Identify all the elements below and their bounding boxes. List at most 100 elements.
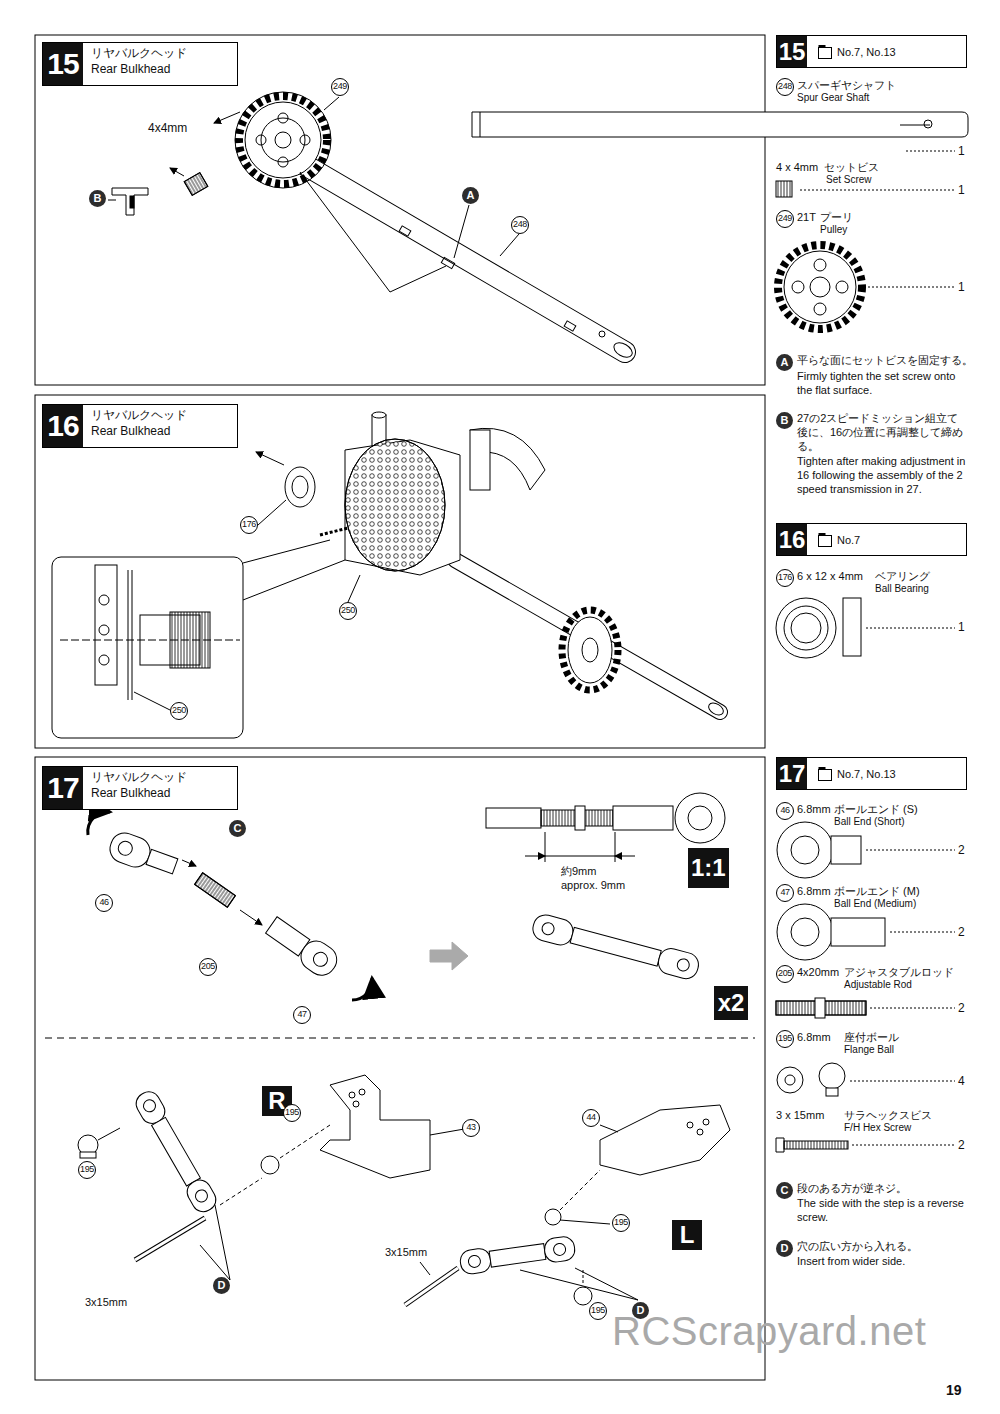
- title-text: No.7, No.13: [837, 768, 896, 780]
- callout-number: 44: [582, 1109, 600, 1127]
- part-name: Set Screw: [826, 174, 872, 187]
- callout-number: 249: [331, 78, 349, 96]
- callout-number: 195: [776, 1030, 794, 1048]
- title-text: Rear Bulkhead: [91, 786, 187, 802]
- callout-number: 47: [776, 884, 794, 902]
- quantity: 2: [958, 1001, 965, 1016]
- label-text: ボールエンド (M): [834, 885, 920, 899]
- label-text: 3x15mm: [385, 1246, 427, 1260]
- step-header: 16 リヤバルクヘッドRear Bulkhead: [42, 404, 238, 448]
- label-text: 4x20mm: [797, 966, 839, 980]
- watermark: RCScrapyard.net: [612, 1306, 926, 1356]
- label-text: The side with the step is a reverse scre…: [797, 1197, 969, 1225]
- bag-icon: [817, 532, 833, 548]
- header-text: No.7, No.13: [837, 768, 904, 780]
- callout-number: 195: [78, 1161, 96, 1179]
- note-marker: A: [462, 187, 479, 204]
- label-text: 3 x 15mm: [776, 1109, 824, 1123]
- label-text: 穴の広い方から入れる。: [797, 1240, 969, 1254]
- label-text: ボールエンド (S): [834, 803, 918, 817]
- quantity: 2: [958, 1138, 965, 1153]
- note-marker: C: [776, 1182, 793, 1199]
- step-number: 17: [777, 758, 807, 789]
- callout-number: 46: [776, 802, 794, 820]
- title-text: リヤバルクヘッド: [91, 408, 187, 424]
- step-number: 15: [777, 36, 807, 67]
- quantity: 4: [958, 1074, 965, 1089]
- page-number: 19: [946, 1382, 962, 1400]
- parts-header: 17 No.7, No.13: [776, 757, 967, 790]
- tag-text: 1:1: [691, 854, 726, 882]
- note-marker: B: [89, 190, 106, 207]
- step-number: 17: [43, 767, 83, 809]
- label-text: 3x15mm: [85, 1296, 127, 1310]
- part-name: Pulley: [820, 224, 847, 237]
- part-name: Flange Ball: [844, 1044, 894, 1057]
- callout-number: 46: [95, 894, 113, 912]
- part-name: F/H Hex Screw: [844, 1122, 911, 1135]
- header-text: リヤバルクヘッドRear Bulkhead: [83, 43, 197, 85]
- callout-number: 47: [293, 1006, 311, 1024]
- title-text: リヤバルクヘッド: [91, 770, 187, 786]
- callout-number: 195: [612, 1214, 630, 1232]
- callout-number: 176: [776, 569, 794, 587]
- step-number: 16: [43, 405, 83, 447]
- label-text: セットビス: [824, 161, 879, 175]
- part-name: Ball Bearing: [875, 583, 929, 596]
- quantity: 2: [958, 925, 965, 940]
- label-text: プーリ: [820, 211, 853, 225]
- note-marker: C: [229, 820, 246, 837]
- header-text: リヤバルクヘッドRear Bulkhead: [83, 767, 197, 809]
- label-text: Firmly tighten the set screw onto the fl…: [797, 370, 969, 398]
- label-text: Tighten after making adjustment in 16 fo…: [797, 455, 967, 496]
- label-text: 段のある方が逆ネジ。: [797, 1182, 969, 1196]
- tag-box: 1:1: [688, 848, 729, 888]
- label-text: Insert from wider side.: [797, 1255, 969, 1269]
- callout-number: 248: [511, 216, 529, 234]
- step-number: 15: [43, 43, 83, 85]
- callout-number: 195: [283, 1104, 301, 1122]
- label-text: 6.8mm: [797, 885, 831, 899]
- label-text: ベアリング: [875, 570, 930, 584]
- parts-header: 15 No.7, No.13: [776, 35, 967, 68]
- note-marker: D: [213, 1277, 230, 1294]
- label-text: 平らな面にセットビスを固定する。: [797, 354, 979, 368]
- label-text: アジャスタブルロッド: [844, 966, 954, 980]
- dimension: 4x4mm: [148, 121, 187, 136]
- label-text: 21T: [797, 211, 816, 225]
- part-name: Ball End (Medium): [834, 898, 916, 911]
- step-header: 17リヤバルクヘッドRear Bulkhead: [42, 766, 238, 810]
- bag-icon: [817, 766, 833, 782]
- step-header: 15リヤバルクヘッドRear Bulkhead: [42, 42, 238, 86]
- callout-number: 250: [170, 702, 188, 720]
- part-name: Ball End (Short): [834, 816, 905, 829]
- part-name: Spur Gear Shaft: [797, 92, 869, 105]
- tag-box: x2: [714, 986, 748, 1020]
- label-text: approx. 9mm: [561, 879, 625, 893]
- tag-box: L: [672, 1220, 702, 1250]
- callout-number: 205: [776, 965, 794, 983]
- label-text: 座付ボール: [844, 1031, 899, 1045]
- callout-number: 43: [462, 1119, 480, 1137]
- header-text: No.7, No.13: [837, 46, 904, 58]
- title-text: リヤバルクヘッド: [91, 46, 187, 62]
- title-text: Rear Bulkhead: [91, 62, 187, 78]
- label-text: 27の2スピードミッション組立て後に、16の位置に再調整して締める。: [797, 412, 967, 453]
- label-text: 6 x 12 x 4mm: [797, 570, 863, 584]
- label-text: サラヘックスビス: [844, 1109, 932, 1123]
- title-text: No.7, No.13: [837, 46, 896, 58]
- quantity: 1: [958, 280, 965, 295]
- note-marker: B: [776, 412, 793, 429]
- label-text: スパーギヤシャフト: [797, 79, 896, 93]
- callout-number: 249: [776, 210, 794, 228]
- callout-number: 250: [339, 602, 357, 620]
- title-text: Rear Bulkhead: [91, 424, 187, 440]
- quantity: 1: [958, 144, 965, 159]
- label-text: 約9mm: [561, 865, 596, 879]
- callout-number: 248: [776, 78, 794, 96]
- label-text: 6.8mm: [797, 1031, 831, 1045]
- callout-number: 205: [199, 958, 217, 976]
- step-number: 16: [777, 524, 807, 555]
- label-text: 6.8mm: [797, 803, 831, 817]
- callout-number: 195: [589, 1302, 607, 1320]
